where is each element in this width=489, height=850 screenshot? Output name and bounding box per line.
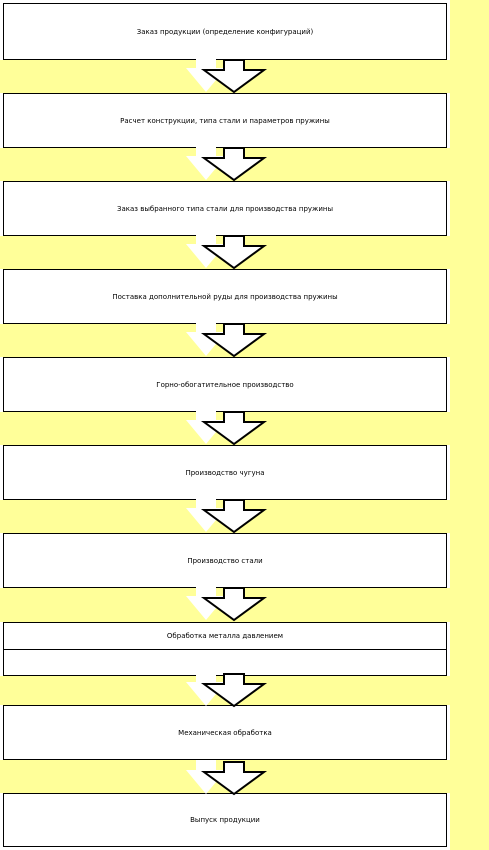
- flow-arrow-shadow: [186, 586, 226, 620]
- flow-arrow-shadow: [186, 146, 226, 180]
- flow-step-label: Расчет конструкции, типа стали и парамет…: [120, 116, 330, 125]
- flow-arrow-outline: [200, 235, 268, 270]
- flow-arrow-outline: [200, 411, 268, 446]
- flow-arrow-outline: [200, 147, 268, 182]
- flow-step-blank-row: [4, 648, 446, 676]
- flow-arrow-shadow: [186, 498, 226, 532]
- flow-arrow-outline: [200, 587, 268, 622]
- flow-step-label: Горно-обогатительное производство: [156, 380, 294, 389]
- flow-step-label: Механическая обработка: [178, 728, 272, 737]
- flow-arrow-down: [186, 146, 268, 182]
- flow-step-label-row: Обработка металла давлением: [4, 623, 446, 649]
- flow-arrow-shadow: [186, 672, 226, 706]
- flow-arrow-down: [186, 410, 268, 446]
- flow-arrow-down: [186, 322, 268, 358]
- flow-step-order: Заказ продукции (определение конфигураци…: [3, 3, 447, 60]
- flow-arrow-outline: [200, 323, 268, 358]
- flow-arrow-down: [186, 498, 268, 534]
- flow-arrow-down: [186, 586, 268, 622]
- flow-step-label: Поставка дополнительной руды для произво…: [112, 292, 338, 301]
- flow-arrow-outline: [200, 761, 268, 796]
- flow-step-steel-order: Заказ выбранного типа стали для производ…: [3, 181, 447, 236]
- flow-arrow-shadow: [186, 322, 226, 356]
- flow-step-label: Производство чугуна: [185, 468, 265, 477]
- flow-arrow-outline: [200, 673, 268, 708]
- flow-arrow-down: [186, 672, 268, 708]
- flow-step-label: Производство стали: [187, 556, 263, 565]
- flow-arrow-down: [186, 760, 268, 796]
- flow-step-label: Заказ выбранного типа стали для производ…: [116, 204, 333, 213]
- flow-arrow-shadow: [186, 410, 226, 444]
- flow-step-mining: Горно-обогатительное производство: [3, 357, 447, 412]
- flow-step-forming: Обработка металла давлением: [3, 622, 447, 676]
- flow-step-release: Выпуск продукции: [3, 793, 447, 847]
- flow-arrow-shadow: [186, 58, 226, 92]
- flow-arrow-down: [186, 58, 268, 94]
- flow-step-label: Выпуск продукции: [190, 816, 260, 824]
- flow-step-iron: Производство чугуна: [3, 445, 447, 500]
- flow-step-steel: Производство стали: [3, 533, 447, 588]
- flow-step-design: Расчет конструкции, типа стали и парамет…: [3, 93, 447, 148]
- flow-step-ore-supply: Поставка дополнительной руды для произво…: [3, 269, 447, 324]
- flow-arrow-down: [186, 234, 268, 270]
- flow-step-machining: Механическая обработка: [3, 705, 447, 760]
- flow-arrow-shadow: [186, 234, 226, 268]
- flow-step-label: Обработка металла давлением: [166, 631, 284, 640]
- flow-step-label: Заказ продукции (определение конфигураци…: [136, 27, 314, 36]
- flow-arrow-outline: [200, 499, 268, 534]
- flow-arrow-shadow: [186, 760, 226, 794]
- flow-arrow-outline: [200, 59, 268, 94]
